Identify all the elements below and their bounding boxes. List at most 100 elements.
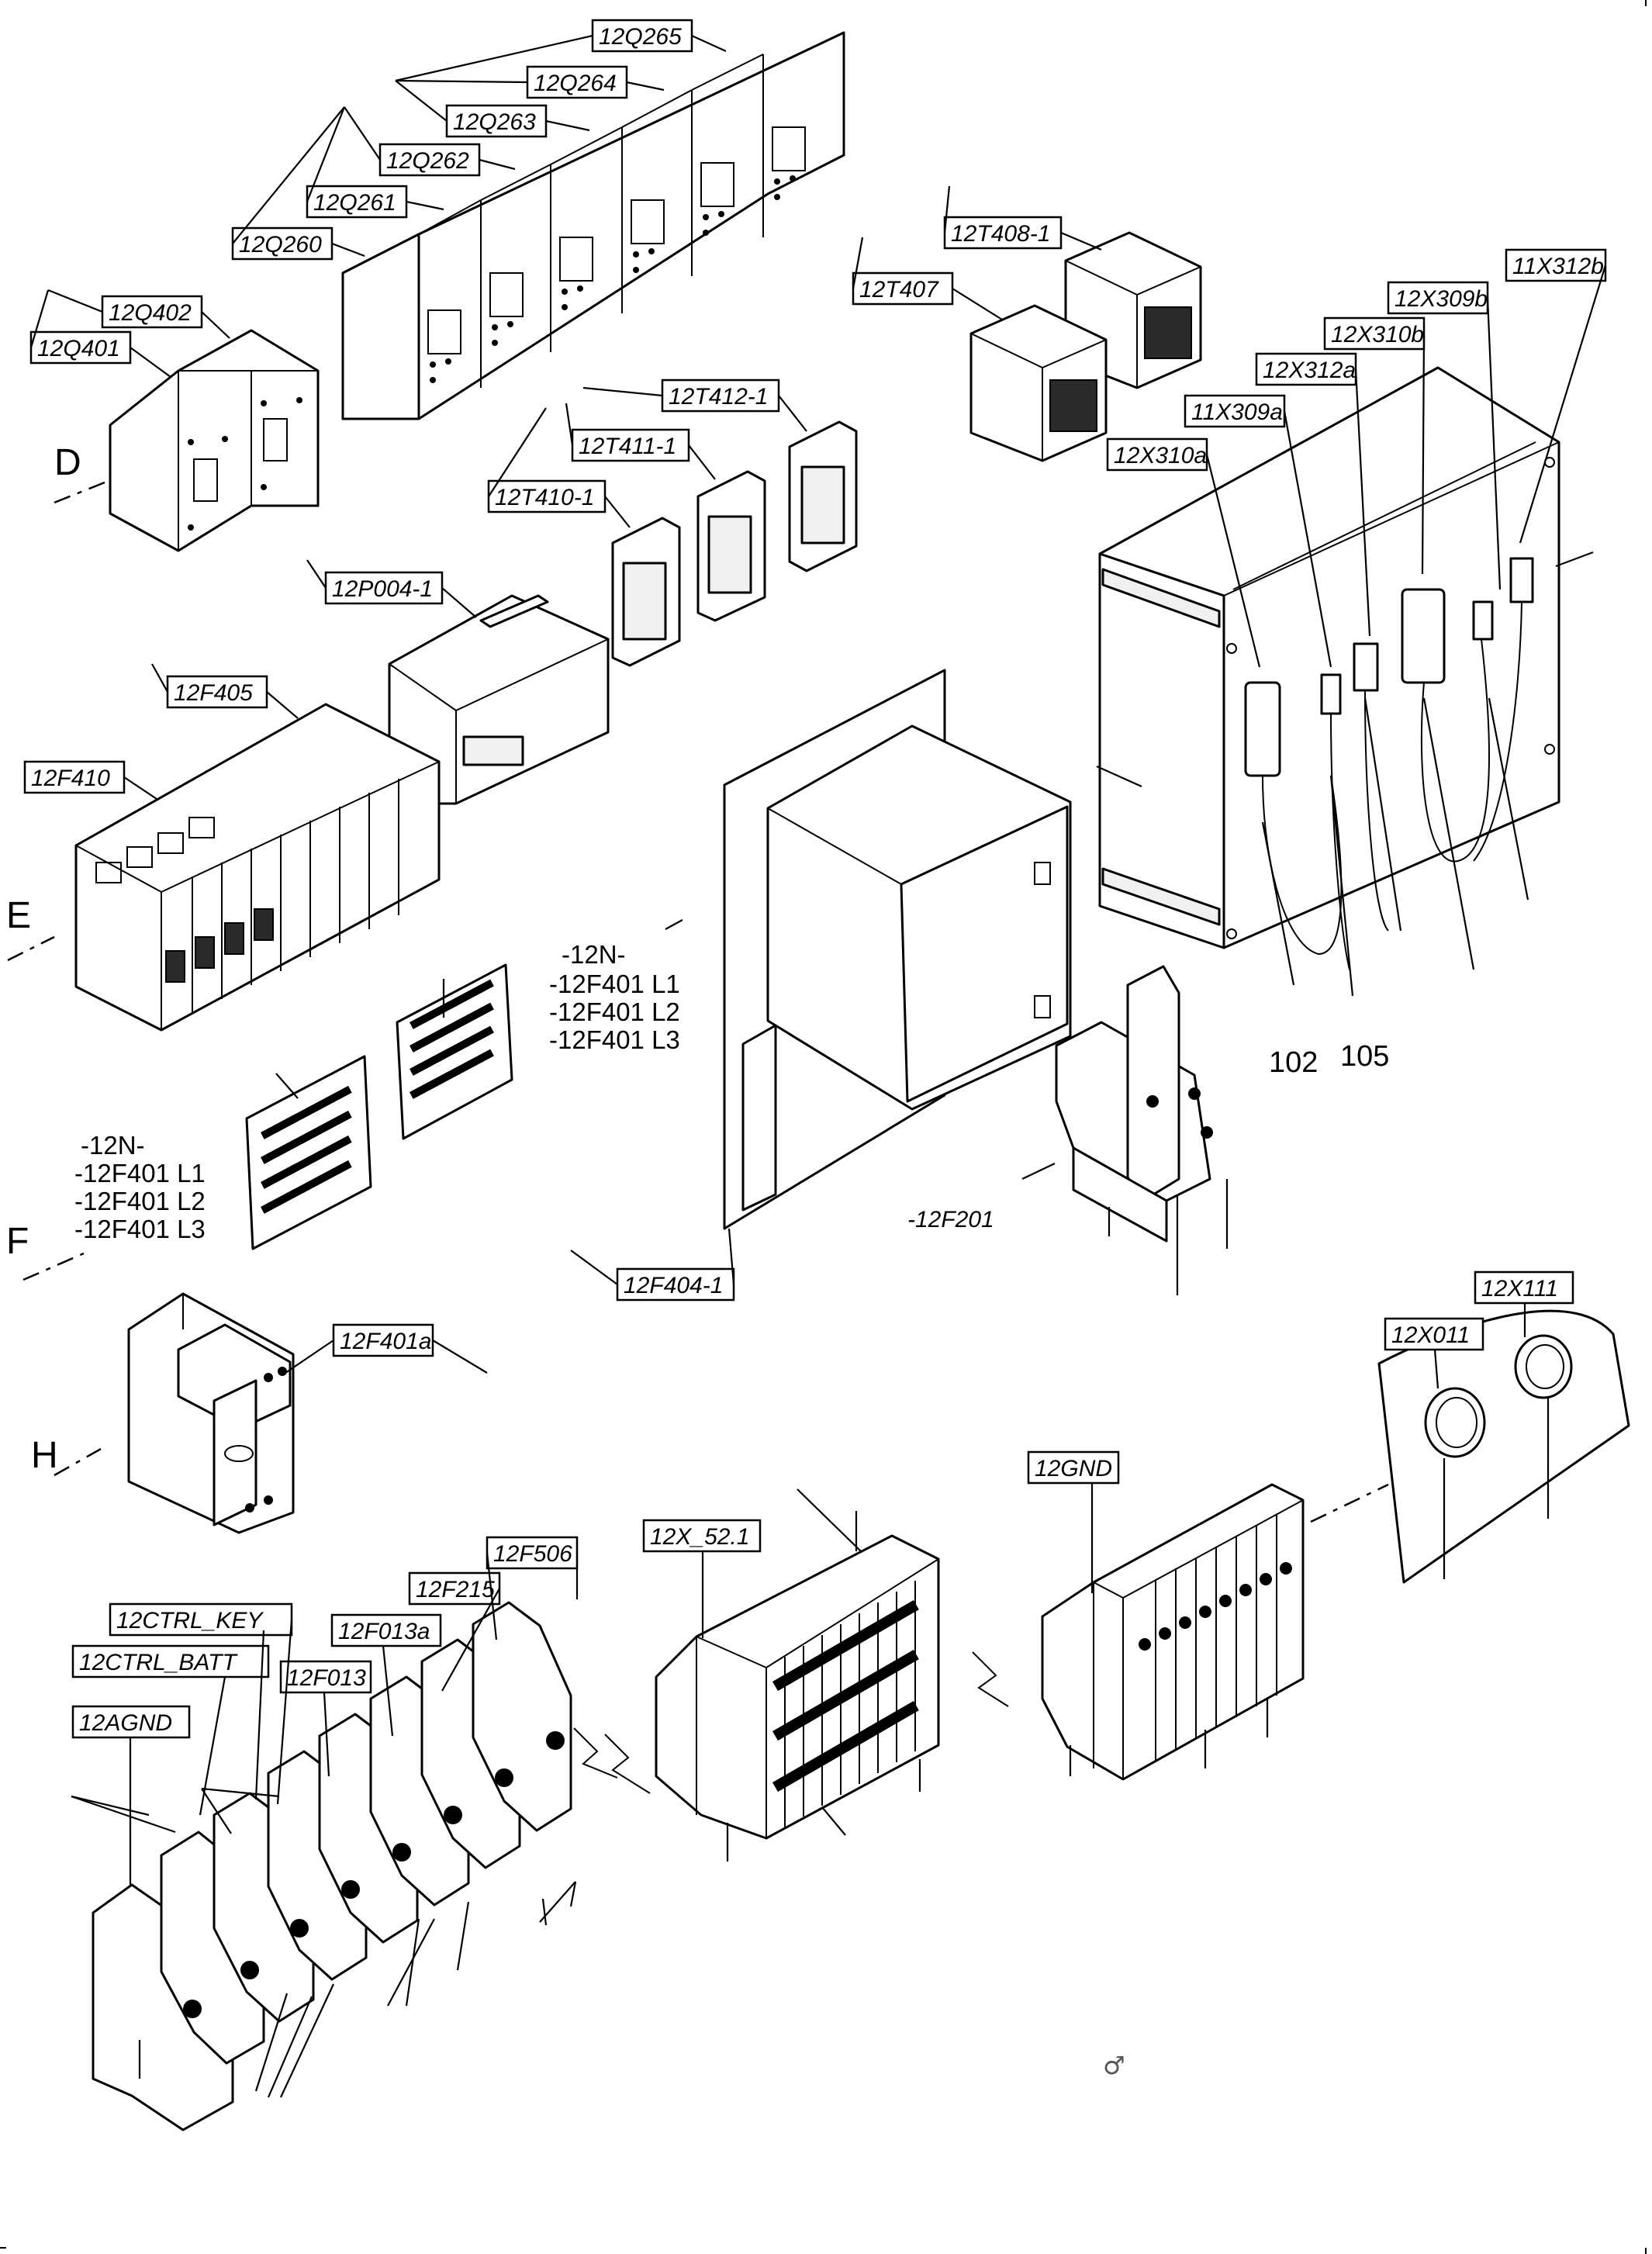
svg-text:12F506: 12F506 xyxy=(493,1541,572,1567)
tag-12ctrl-key: 12CTRL_KEY xyxy=(109,1602,293,1637)
tag-12q263: 12Q263 xyxy=(445,104,548,138)
svg-text:12P004-1: 12P004-1 xyxy=(332,576,433,602)
motor-protector: 12F401a xyxy=(127,1292,488,1534)
tag-12x310b: 12X310b xyxy=(1323,316,1426,351)
svg-text:12Q401: 12Q401 xyxy=(37,336,120,361)
terminal-12f201: -12F201 xyxy=(907,965,1229,1295)
svg-text:-12F401 L3: -12F401 L3 xyxy=(74,1215,206,1243)
tag-12x309b: 12X309b xyxy=(1387,281,1489,315)
svg-text:12X312a: 12X312a xyxy=(1263,358,1356,383)
tag-12x312a: 12X312a xyxy=(1255,352,1357,386)
svg-text:12AGND: 12AGND xyxy=(79,1710,172,1736)
svg-text:12T412-1: 12T412-1 xyxy=(669,384,768,410)
svg-text:12F013: 12F013 xyxy=(287,1665,366,1691)
tag-12q260: 12Q260 xyxy=(231,226,334,261)
fan-icon xyxy=(1144,306,1192,359)
svg-text:12Q260: 12Q260 xyxy=(239,232,322,258)
svg-text:12F013a: 12F013a xyxy=(338,1619,430,1644)
tag-12gnd: 12GND xyxy=(1027,1450,1120,1485)
contactor-row xyxy=(341,31,845,420)
busbar-combs xyxy=(245,919,683,1250)
section-marker-h: H xyxy=(31,1435,58,1476)
tag-12t411-1: 12T411-1 xyxy=(571,428,690,462)
svg-text:12F215: 12F215 xyxy=(416,1577,495,1602)
fan-icon xyxy=(1049,379,1097,432)
svg-text:12F405: 12F405 xyxy=(174,680,253,706)
svg-text:12X309b: 12X309b xyxy=(1395,286,1488,312)
svg-text:12CTRL_KEY: 12CTRL_KEY xyxy=(116,1608,264,1633)
tag-12t410-1: 12T410-1 xyxy=(487,479,607,513)
energy-meter: 12P004-1 xyxy=(306,559,610,805)
tag-12agnd: 12AGND xyxy=(71,1705,191,1739)
svg-text:12F410: 12F410 xyxy=(31,766,110,791)
wire-number-102: 102 xyxy=(1269,1046,1318,1079)
svg-text:11X309a: 11X309a xyxy=(1191,399,1283,425)
tag-12f215: 12F215 xyxy=(408,1571,501,1606)
tag-12p004-1: 12P004-1 xyxy=(324,571,444,605)
section-markers: D E F H xyxy=(6,442,109,1477)
svg-text:12Q265: 12Q265 xyxy=(599,24,682,50)
svg-text:12T410-1: 12T410-1 xyxy=(495,485,594,510)
svg-text:12Q262: 12Q262 xyxy=(386,148,469,174)
male-symbol: ♂ xyxy=(1103,2051,1125,2080)
svg-text:-12N-: -12N- xyxy=(81,1131,145,1160)
section-marker-f: F xyxy=(6,1221,29,1262)
svg-text:12F404-1: 12F404-1 xyxy=(624,1273,723,1298)
tag-12q401: 12Q401 xyxy=(29,330,132,365)
tag-12x310a: 12X310a xyxy=(1106,437,1208,472)
tag-12t407: 12T407 xyxy=(852,271,954,306)
tag-12f410: 12F410 xyxy=(23,760,126,794)
contactor-tags: 12Q265 12Q264 12Q263 12Q262 12Q261 12Q26… xyxy=(231,19,727,261)
tag-12q265: 12Q265 xyxy=(591,19,693,53)
tag-12f013: 12F013 xyxy=(279,1660,372,1694)
tag-12x011: 12X011 xyxy=(1384,1317,1484,1351)
busbar-notes-right: -12N- -12F401 L1 -12F401 L2 -12F401 L3 xyxy=(549,940,680,1054)
power-supplies: 12T412-1 12T411-1 12T410-1 xyxy=(487,379,858,667)
tag-12x111: 12X111 xyxy=(1474,1270,1574,1305)
terminal-strip: 12F506 12F215 12CTRL_KEY 12F013a 12CTRL_… xyxy=(71,1536,618,2131)
svg-text:12X310a: 12X310a xyxy=(1114,443,1207,468)
svg-text:12Q261: 12Q261 xyxy=(313,190,396,216)
tag-12ctrl-batt: 12CTRL_BATT xyxy=(71,1644,270,1678)
tag-12t408-1: 12T408-1 xyxy=(943,216,1063,250)
transformer-units: 12T408-1 12T407 xyxy=(852,185,1202,462)
tag-12q402: 12Q402 xyxy=(101,295,203,329)
svg-text:12T408-1: 12T408-1 xyxy=(951,221,1050,247)
enclosure-with-door: 12F404-1 xyxy=(570,669,1072,1302)
tag-12f013a: 12F013a xyxy=(330,1613,442,1647)
tag-11x309a: 11X309a xyxy=(1184,394,1286,428)
wire-number-105: 105 xyxy=(1340,1040,1389,1073)
tag-12f401a: 12F401a xyxy=(332,1323,434,1357)
svg-text:12CTRL_BATT: 12CTRL_BATT xyxy=(79,1650,239,1675)
terminal-block-12gnd: 12GND xyxy=(1027,1450,1305,1781)
socket-panel: 102 105 11X312b 12X309b 12X310b 12X312a … xyxy=(1096,248,1607,1079)
tag-12q264: 12Q264 xyxy=(526,65,628,99)
svg-text:12T407: 12T407 xyxy=(859,277,939,302)
section-marker-d: D xyxy=(54,442,81,483)
contactor-pair: 12Q402 12Q401 xyxy=(29,289,320,552)
tag-12t412-1: 12T412-1 xyxy=(661,379,780,413)
busbar-notes-left: -12N- -12F401 L1 -12F401 L2 -12F401 L3 xyxy=(74,1131,206,1243)
svg-text:12Q264: 12Q264 xyxy=(534,71,617,96)
svg-text:-12F401 L3: -12F401 L3 xyxy=(549,1025,680,1054)
svg-text:12X011: 12X011 xyxy=(1391,1322,1470,1348)
terminal-block-12x-52: 12X_52.1 xyxy=(604,1488,1009,1862)
tag-11x312b: 11X312b xyxy=(1505,248,1607,282)
tag-12f404-1: 12F404-1 xyxy=(616,1267,735,1302)
svg-text:-12F401 L2: -12F401 L2 xyxy=(74,1187,206,1215)
tag-12f506: 12F506 xyxy=(486,1536,579,1570)
bulkhead-connectors: 12X111 12X011 xyxy=(1310,1270,1630,1584)
breaker-row: 12F405 12F410 xyxy=(23,663,441,1032)
svg-text:12Q402: 12Q402 xyxy=(109,300,192,326)
svg-text:12GND: 12GND xyxy=(1035,1456,1112,1481)
section-marker-e: E xyxy=(6,895,31,936)
note-12f201: -12F201 xyxy=(907,1207,994,1232)
svg-text:-12F401 L2: -12F401 L2 xyxy=(549,997,680,1026)
svg-text:12X310b: 12X310b xyxy=(1331,322,1424,347)
svg-text:11X312b: 11X312b xyxy=(1512,254,1604,279)
svg-text:12F401a: 12F401a xyxy=(340,1329,431,1354)
tag-12q261: 12Q261 xyxy=(306,185,408,219)
svg-text:12X111: 12X111 xyxy=(1481,1276,1558,1302)
